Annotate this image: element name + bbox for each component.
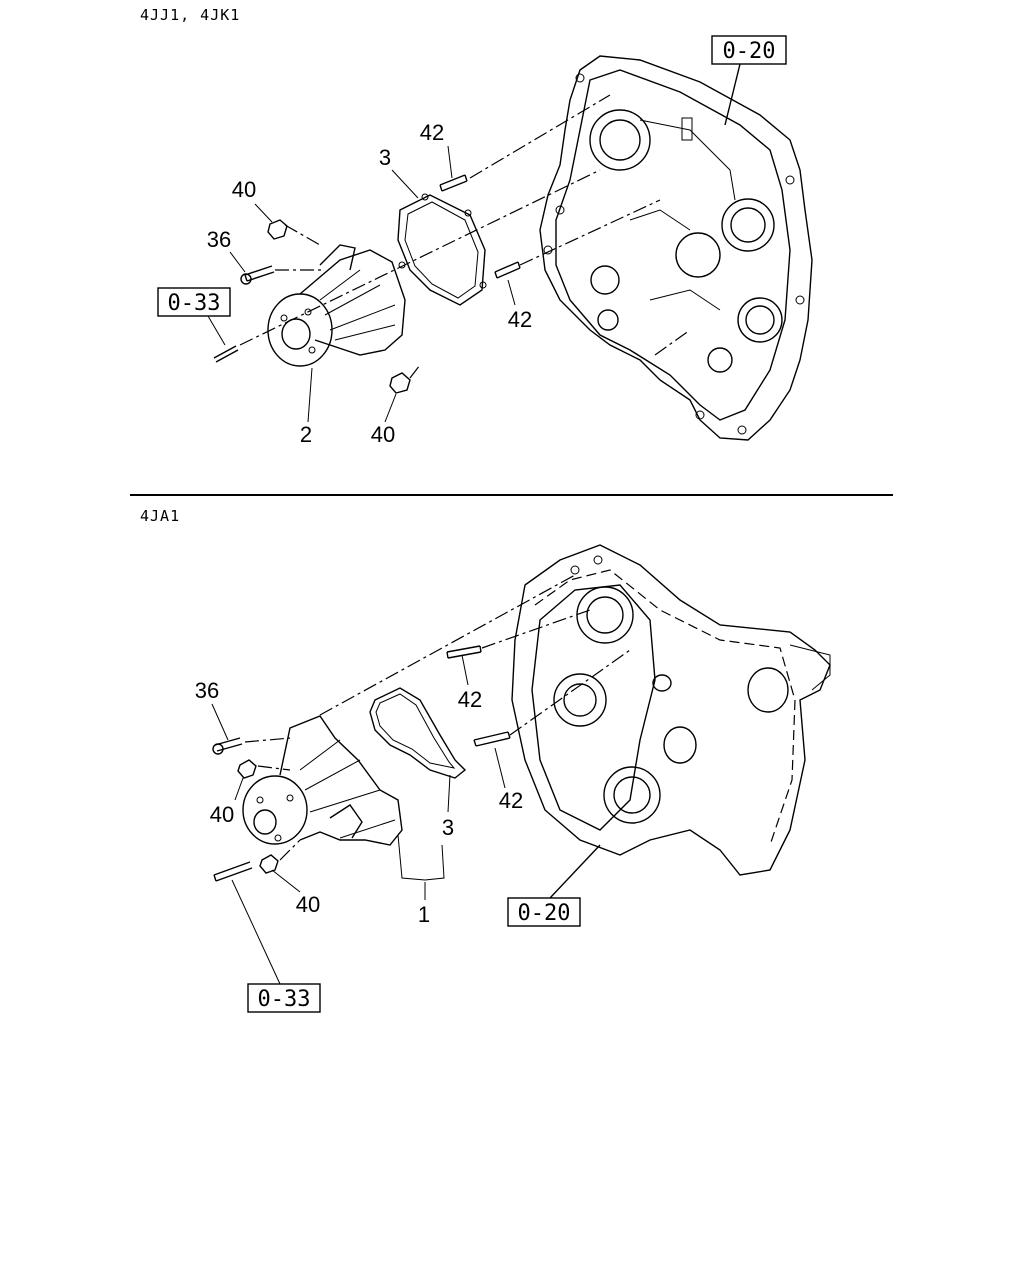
ref-box-0-33-bottom[interactable]	[247, 983, 321, 1013]
callout-36-top[interactable]: 36	[207, 227, 231, 252]
callout-42-top-b[interactable]: 42	[508, 307, 532, 332]
studs-bolts-top	[213, 174, 521, 394]
ref-label-0-20-bottom: 0-20	[518, 901, 571, 926]
callout-2-top[interactable]: 2	[300, 422, 312, 447]
callout-36-bottom[interactable]: 36	[195, 678, 219, 703]
timing-case-top	[539, 55, 813, 441]
ref-box-0-20-top[interactable]	[711, 35, 787, 65]
section-header-top: 4JJ1, 4JK1	[140, 6, 240, 24]
callout-3-bottom[interactable]: 3	[442, 815, 454, 840]
studs-bolts-bottom	[212, 645, 511, 882]
section-header-bottom: 4JA1	[140, 507, 180, 525]
callout-3-top[interactable]: 3	[379, 145, 391, 170]
water-pump-top	[267, 244, 406, 367]
ref-box-0-33-top[interactable]	[157, 287, 231, 317]
gasket-top	[397, 193, 487, 306]
o-ring-gasket-bottom	[369, 687, 467, 779]
callout-40-bottom-b[interactable]: 40	[296, 892, 320, 917]
callout-40-bottom-a[interactable]: 40	[210, 802, 234, 827]
water-pump-bottom	[242, 715, 445, 881]
callout-42-bottom-b[interactable]: 42	[499, 788, 523, 813]
callout-42-bottom-a[interactable]: 42	[458, 687, 482, 712]
ref-label-0-20-top: 0-20	[723, 39, 776, 64]
alignment-lines-bottom	[244, 574, 631, 861]
ref-box-0-20-bottom[interactable]	[507, 897, 581, 927]
ref-label-0-33-top: 0-33	[168, 291, 221, 316]
callout-40-top-a[interactable]: 40	[232, 177, 256, 202]
callout-40-top-b[interactable]: 40	[371, 422, 395, 447]
alignment-lines-top	[239, 94, 691, 379]
callout-1-bottom[interactable]: 1	[418, 902, 430, 927]
ref-label-0-33-bottom: 0-33	[258, 987, 311, 1012]
callout-42-top-a[interactable]: 42	[420, 120, 444, 145]
timing-case-bottom	[511, 544, 831, 876]
